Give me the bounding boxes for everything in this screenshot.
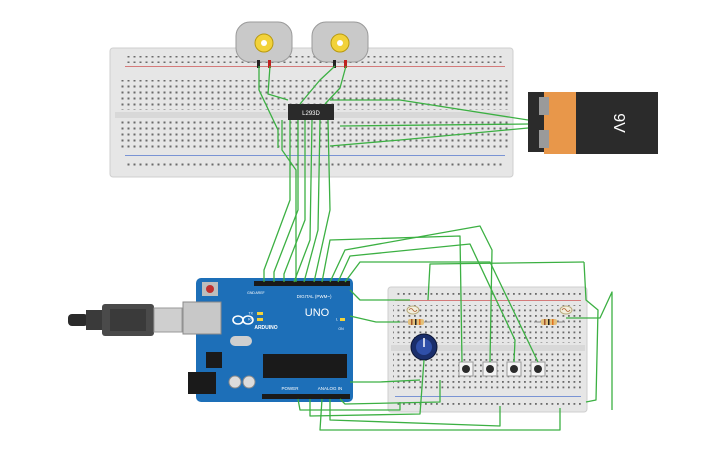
dc-motor-2[interactable] — [311, 21, 369, 68]
wire-digital-button3 — [337, 243, 516, 363]
wire-driver-d6 — [313, 119, 331, 283]
wire-digital-button2 — [329, 225, 493, 363]
wire-driver-d4 — [293, 119, 313, 283]
resistor-1[interactable] — [400, 319, 430, 325]
wire-motor2-b — [324, 65, 347, 105]
wire-driver-gnd — [281, 120, 297, 282]
wire-motor2-a — [299, 65, 336, 105]
power-header-label: POWER — [281, 386, 299, 391]
digital-header-label: DIGITAL (PWM~) — [297, 294, 332, 299]
arduino-uno[interactable]: ARDUINO UNO DIGITAL (PWM~) POWER ANALOG … — [182, 278, 353, 402]
wire-digital-button4 — [344, 261, 539, 363]
potentiometer[interactable] — [410, 333, 438, 361]
wire-motor1-a — [258, 66, 279, 148]
on-label: ON — [338, 327, 344, 331]
dc-motor-1[interactable] — [235, 21, 293, 68]
l293d-chip[interactable]: L293D — [288, 104, 334, 120]
wire-battery-neg — [329, 127, 529, 147]
wire-battery-pos — [330, 99, 529, 121]
chip-label: L293D — [302, 111, 320, 117]
wire-motor1-b — [267, 65, 289, 101]
wire-gnd-bottom — [297, 398, 401, 411]
rx-label: RX — [248, 318, 254, 322]
arduino-logo — [232, 315, 254, 325]
wire-driver-d1 — [263, 120, 291, 282]
resistor-2[interactable] — [534, 319, 565, 325]
aref-label: AREF — [255, 291, 264, 295]
battery-label: 9V — [610, 113, 627, 133]
tx-label: TX — [249, 312, 254, 316]
gnd-label: GND — [247, 291, 255, 295]
arduino-model: UNO — [305, 307, 330, 319]
wire-digital-button1 — [321, 235, 463, 363]
l-label: L — [336, 318, 338, 322]
pushbutton-4[interactable] — [530, 361, 546, 377]
photoresistor-1[interactable] — [406, 305, 420, 315]
arduino-brand: ARDUINO — [254, 325, 277, 331]
wire-analog-a1 — [319, 398, 561, 431]
wire-driver-d5 — [303, 119, 321, 283]
wires[interactable] — [258, 65, 613, 431]
wire-driver-d2 — [273, 120, 299, 282]
photoresistor-2[interactable] — [559, 305, 573, 315]
wire-driver-d3 — [283, 120, 306, 282]
battery-9v[interactable]: 9V — [528, 92, 658, 154]
analog-header-label: ANALOG IN — [318, 386, 343, 391]
pushbutton-2[interactable] — [482, 361, 498, 377]
usb-cable[interactable] — [68, 304, 183, 336]
pushbutton-1[interactable] — [458, 361, 474, 377]
wire-power-rail — [349, 289, 410, 301]
pushbutton-3[interactable] — [506, 361, 522, 377]
